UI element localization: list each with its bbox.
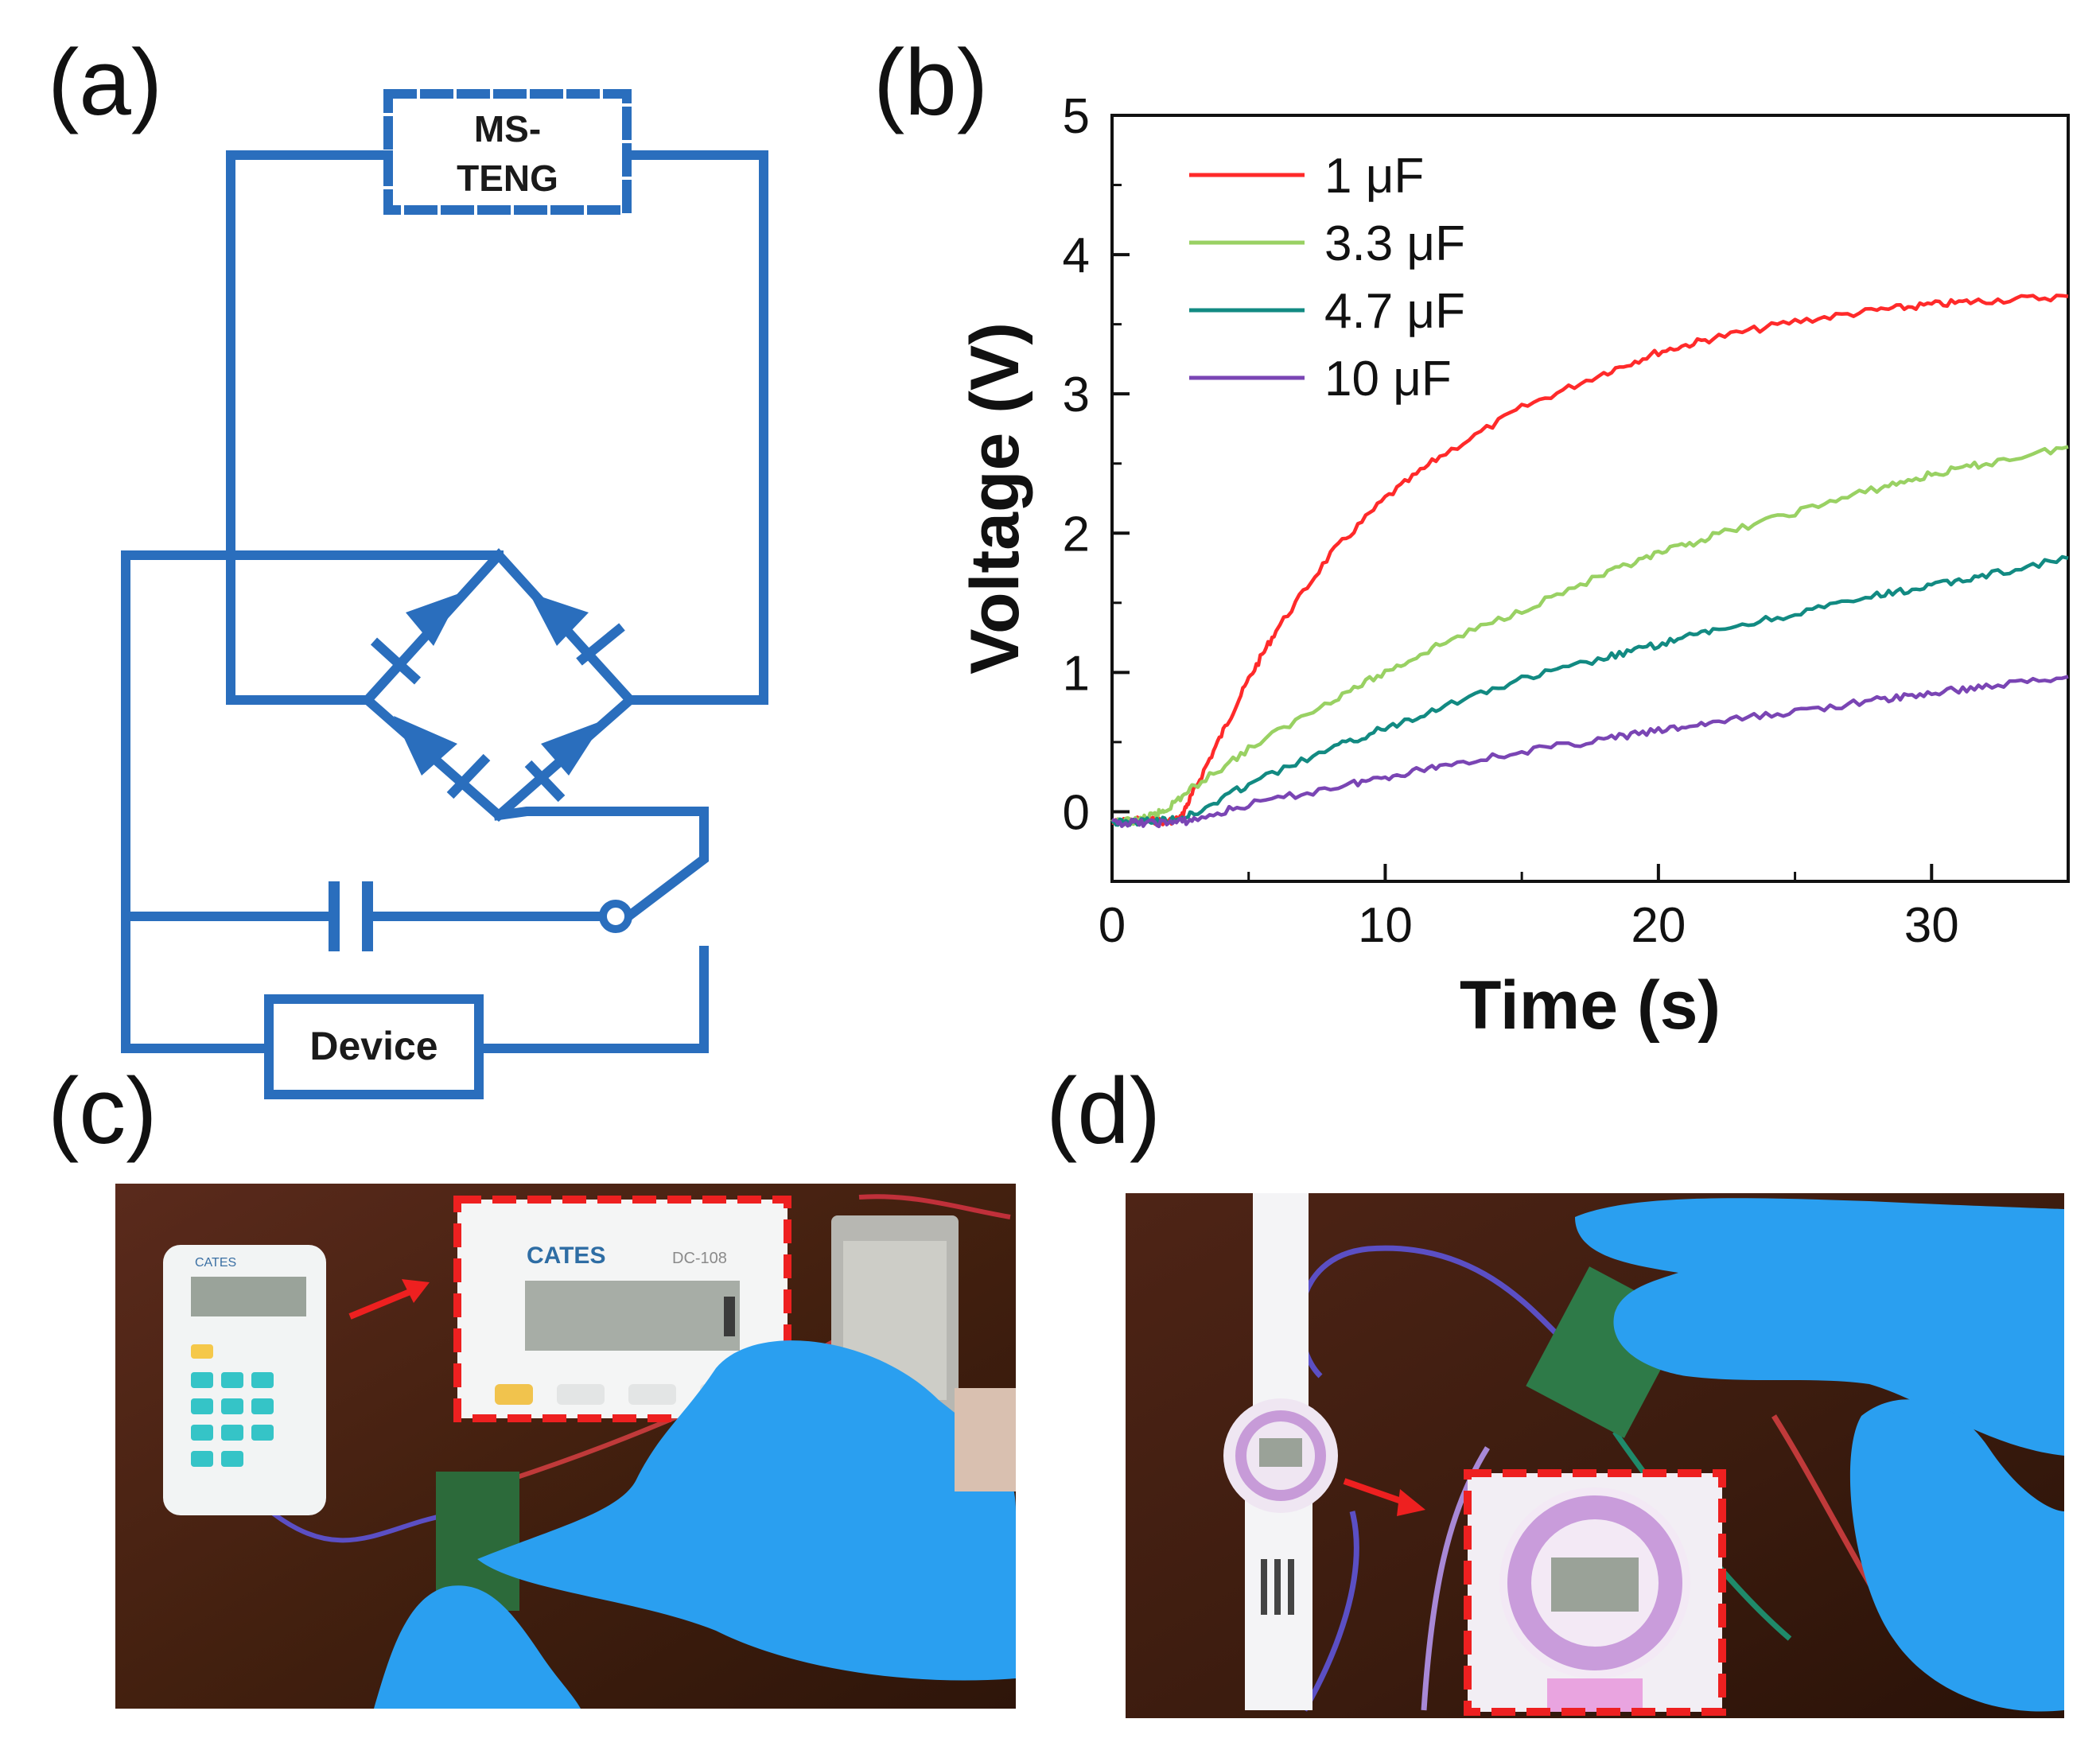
legend-label-2: 4.7 μF (1324, 284, 1465, 339)
calculator-brand-small: CATES (195, 1256, 236, 1270)
y-tick-label-4: 4 (1063, 228, 1090, 283)
diode-icon-bottom-right (524, 720, 605, 803)
highlight-box-c (453, 1196, 791, 1422)
diode-icon-top-left (370, 593, 461, 685)
calculator-photo: CATES (163, 1245, 326, 1515)
legend-label-1: 3.3 μF (1324, 216, 1465, 271)
glove-right-photo (477, 1340, 1016, 1681)
y-tick-label-5: 5 (1063, 89, 1090, 144)
switch-contact-icon (599, 900, 632, 933)
y-tick-label-0: 0 (1063, 785, 1090, 840)
legend-label-0: 1 μF (1324, 149, 1424, 204)
calculator-model-zoom: DC-108 (672, 1250, 727, 1267)
plot-frame (1110, 114, 2070, 883)
device-label: Device (309, 1024, 438, 1068)
x-axis-label: Time (s) (1460, 967, 1721, 1044)
teng-label-line2: TENG (457, 158, 558, 199)
teng-label-line1: MS- (474, 108, 541, 150)
watch-zoom-inset (1468, 1473, 1722, 1712)
y-tick-label-1: 1 (1063, 646, 1090, 701)
panel-label-d: (d) (1046, 1059, 1161, 1164)
series-line-1 (1110, 445, 2069, 827)
arrow-icon-d (1397, 1489, 1425, 1516)
device-box (264, 994, 484, 1099)
x-tick-label-1: 10 (1358, 898, 1413, 953)
diode-icon-top-right (529, 593, 625, 666)
y-tick-label-3: 3 (1063, 368, 1090, 422)
legend-label-3: 10 μF (1324, 352, 1452, 406)
diode-icon-bottom-left (394, 716, 491, 799)
x-tick-label-2: 20 (1631, 898, 1686, 953)
watch-photo (1223, 1193, 1338, 1710)
arrow-icon (402, 1279, 430, 1303)
calculator-brand-zoom: CATES (527, 1242, 605, 1269)
panel-label-c: (c) (48, 1059, 158, 1164)
panel-label-b: (b) (873, 30, 989, 135)
y-axis-label: Voltage (V) (957, 322, 1033, 675)
series-line-3 (1111, 675, 2069, 829)
glove-top-photo (1575, 1198, 2064, 1456)
x-tick-label-0: 0 (1099, 898, 1126, 953)
highlight-box-d (1464, 1469, 1726, 1716)
glove-left-photo (374, 1585, 581, 1709)
glove-bottom-photo (1849, 1399, 2064, 1712)
y-tick-label-2: 2 (1063, 507, 1090, 562)
x-tick-label-3: 30 (1904, 898, 1959, 953)
series-line-0 (1111, 294, 2069, 826)
panel-label-a: (a) (48, 30, 163, 135)
